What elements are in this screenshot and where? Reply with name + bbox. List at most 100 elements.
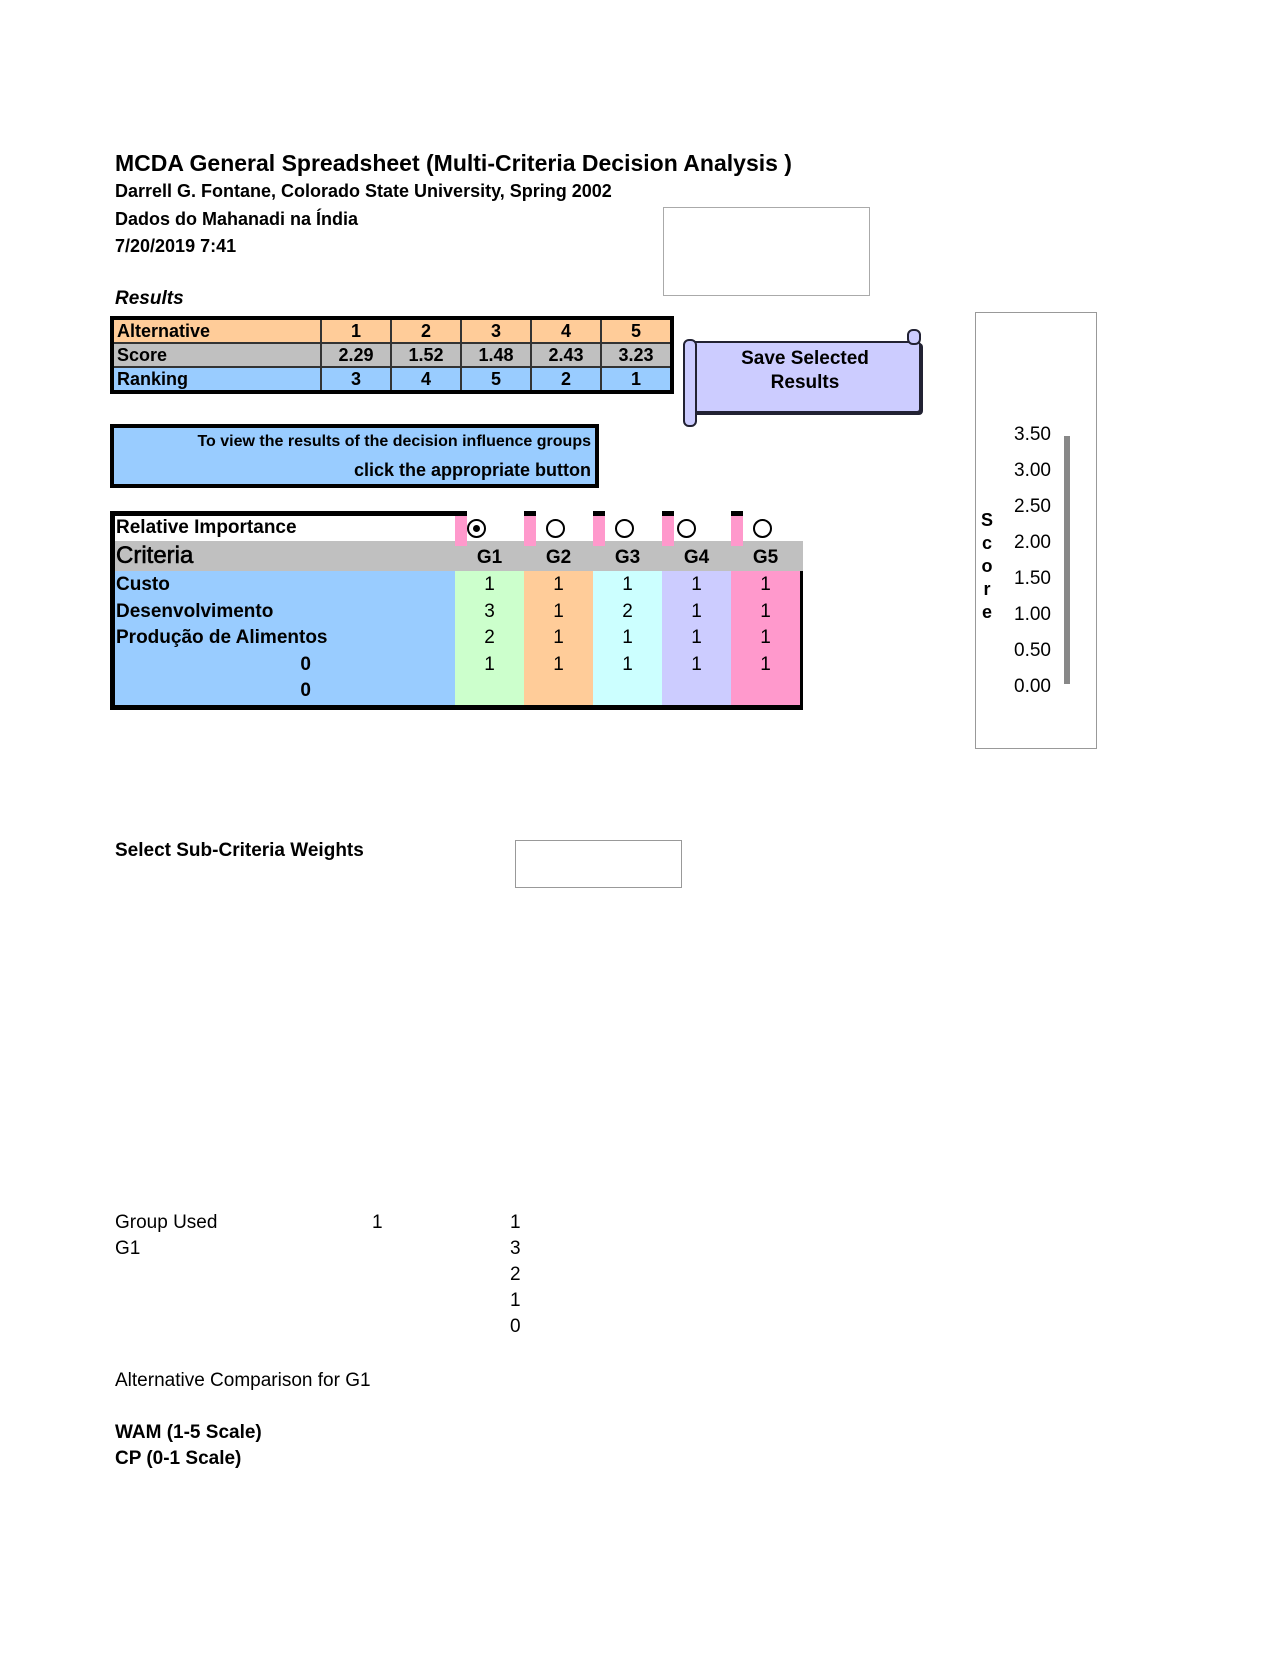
- y-tick-label: 2.50: [1014, 496, 1051, 517]
- group-tab-marker: [593, 511, 605, 546]
- group-tab-marker: [455, 511, 467, 546]
- empty-box[interactable]: [663, 207, 870, 296]
- y-axis-letter: e: [981, 602, 992, 622]
- group-tab-marker: [662, 511, 674, 546]
- group-column-g1: [455, 571, 524, 705]
- sub-criteria-label: Select Sub-Criteria Weights: [115, 840, 364, 861]
- wam-label: WAM (1-5 Scale): [115, 1422, 262, 1443]
- weight: 1: [510, 1212, 521, 1233]
- info-box: To view the results of the decision infl…: [110, 424, 599, 488]
- criteria-row-label: 0: [300, 653, 311, 675]
- cell: 2.43: [530, 342, 602, 368]
- group-column-g3: [593, 571, 662, 705]
- y-axis-letter: r: [983, 579, 991, 599]
- cell: 2: [530, 366, 602, 393]
- y-axis-letter: c: [981, 533, 992, 553]
- cell: 2.29: [320, 342, 392, 368]
- group-radio-g2[interactable]: [546, 519, 565, 538]
- save-label-line2: Results: [770, 372, 840, 393]
- weight-cell: 1: [484, 574, 495, 595]
- group-column-g2: [524, 571, 593, 705]
- group-radio-g5[interactable]: [753, 519, 772, 538]
- cell: 2: [390, 317, 462, 344]
- cell: 5: [460, 366, 532, 393]
- save-selected-results-button[interactable]: Save Selected Results: [683, 329, 921, 427]
- weight-cell: 1: [622, 653, 633, 675]
- weight-cell: 1: [760, 600, 771, 622]
- weight-cell: 1: [553, 653, 564, 675]
- y-tick-label: 2.00: [1014, 532, 1051, 553]
- row-label: Score: [111, 342, 322, 368]
- row-label: Ranking: [111, 366, 322, 393]
- group-column-g5: [731, 571, 800, 705]
- info-line2: click the appropriate button: [353, 460, 591, 480]
- criteria-header-bg: [115, 541, 803, 571]
- weight: 3: [510, 1238, 521, 1259]
- y-tick-label: 0.00: [1014, 676, 1051, 697]
- weight-cell: 1: [553, 600, 564, 622]
- group-used-value: 1: [372, 1212, 383, 1233]
- cell: 1.52: [390, 342, 462, 368]
- y-axis-letter: o: [981, 556, 993, 576]
- weight-cell: 1: [622, 627, 633, 648]
- cell: 1: [320, 317, 392, 344]
- cell: 3: [320, 366, 392, 393]
- y-tick-label: 3.50: [1014, 424, 1051, 445]
- weight-cell: 1: [691, 600, 702, 622]
- weight-cell: 3: [484, 600, 495, 622]
- page-title: MCDA General Spreadsheet (Multi-Criteria…: [115, 150, 792, 176]
- group-column-g4: [662, 571, 731, 705]
- criteria-row-label: Desenvolvimento: [116, 600, 274, 622]
- sub-criteria-select[interactable]: [515, 840, 682, 888]
- dataset-name: Dados do Mahanadi na Índia: [115, 209, 359, 229]
- group-header: G4: [683, 547, 710, 568]
- group-tab-marker: [524, 511, 536, 546]
- comparison-label: Alternative Comparison for G1: [115, 1370, 371, 1391]
- save-label-line1: Save Selected: [741, 348, 869, 369]
- scroll-roll-icon: [907, 329, 921, 345]
- y-tick-label: 3.00: [1014, 460, 1051, 481]
- results-label: Results: [115, 288, 184, 309]
- y-tick-label: 1.00: [1014, 604, 1051, 625]
- weight-cell: 1: [691, 653, 702, 675]
- y-tick-label: 0.50: [1014, 640, 1051, 661]
- relative-importance-bg: [115, 516, 455, 541]
- weight: 2: [510, 1264, 521, 1285]
- weight-cell: 1: [553, 627, 564, 648]
- weight: 1: [510, 1290, 521, 1311]
- datetime: 7/20/2019 7:41: [115, 236, 237, 256]
- weight-cell: 1: [691, 574, 702, 595]
- weight-cell: 1: [622, 574, 633, 595]
- criteria-row-label: Produção de Alimentos: [116, 627, 328, 648]
- cell: 1.48: [460, 342, 532, 368]
- weight-cell: 1: [553, 574, 564, 595]
- cp-label: CP (0-1 Scale): [115, 1448, 242, 1469]
- y-tick-label: 1.50: [1014, 568, 1051, 589]
- criteria-label: Criteria: [116, 542, 194, 569]
- cell: 3: [460, 317, 532, 344]
- weight-cell: 1: [760, 574, 771, 595]
- weight-cell: 2: [622, 600, 633, 622]
- y-axis-letter: S: [980, 510, 993, 530]
- group-radio-g1[interactable]: [467, 519, 486, 538]
- criteria-row-label: Custo: [116, 574, 170, 595]
- author: Darrell G. Fontane, Colorado State Unive…: [115, 181, 612, 201]
- relative-importance-label: Relative Importance: [116, 517, 297, 538]
- weight-cell: 1: [484, 653, 495, 675]
- cell: 4: [390, 366, 462, 393]
- weight-cell: 1: [760, 653, 771, 675]
- cell: 5: [600, 317, 673, 344]
- info-line1: To view the results of the decision infl…: [197, 433, 591, 450]
- row-label: Alternative: [111, 317, 322, 344]
- group-radio-g4[interactable]: [677, 519, 696, 538]
- chart-plot-edge: [1064, 436, 1070, 684]
- cell: 4: [530, 317, 602, 344]
- group-radio-g3[interactable]: [615, 519, 634, 538]
- weight-cell: 1: [691, 627, 702, 648]
- group-header: G1: [476, 547, 503, 568]
- weight: 0: [510, 1316, 521, 1337]
